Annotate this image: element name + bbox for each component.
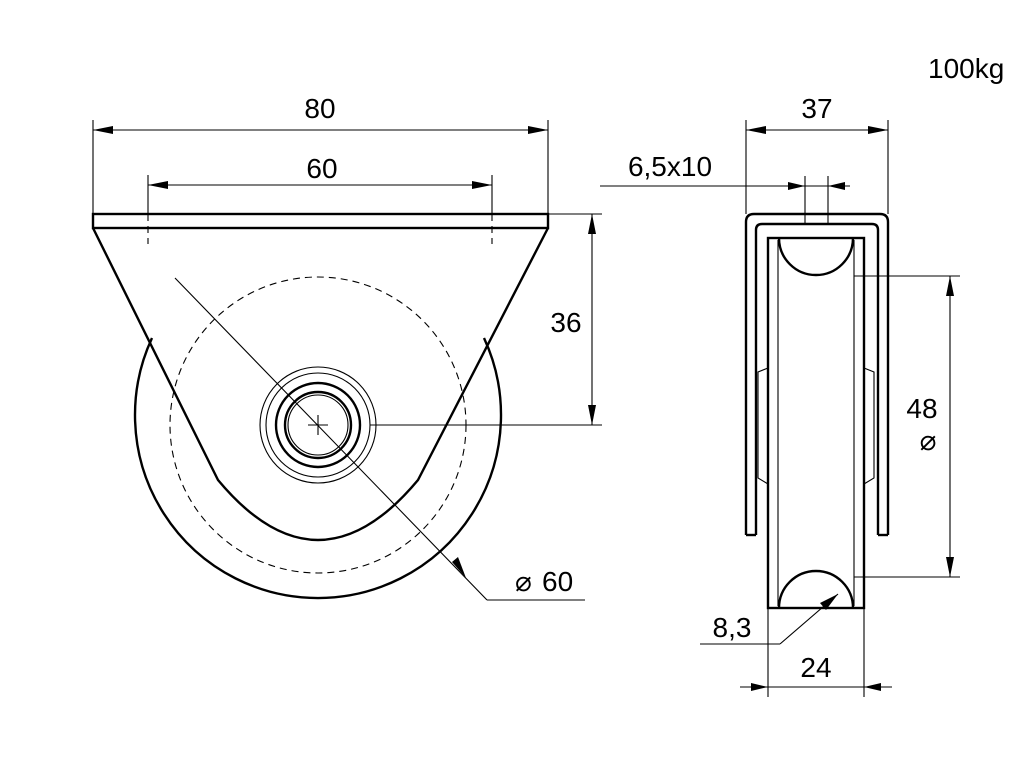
dim24-arrow-right [864,683,881,691]
dim48-arrow-bottom [946,557,954,577]
dim-hole-spacing: 60 [306,153,337,184]
axle [287,394,349,456]
side-view: 37 6,5x10 48 ⌀ 8,3 24 [600,93,960,697]
dim-groove-diameter: 48 [906,393,937,424]
dim-overall-width: 37 [801,93,832,124]
side-wheel-body [766,236,866,610]
dim48-arrow-top [946,276,954,296]
dim-plate-width: 80 [304,93,335,124]
side-groove-top [777,237,855,277]
mount-plate [91,212,550,230]
dia60-symbol: ⌀ [515,566,532,597]
dim-wheel-diameter: 60 [542,566,573,597]
dia48-symbol: ⌀ [920,425,937,456]
dim-slot-size: 6,5x10 [628,151,712,182]
dim60-arrow-left [148,181,168,189]
dim60-arrow-right [472,181,492,189]
fork-bracket [91,227,550,541]
slot-arrow-right [828,182,845,190]
dim-groove-radius: 8,3 [713,612,752,643]
dim24-arrow-left [751,683,768,691]
side-groove-bottom [777,569,855,609]
dim36-arrow-top [588,214,596,234]
side-bracket-inner [754,222,880,535]
dia60-leader-diag [174,277,488,601]
front-view: 80 60 36 ⌀ 60 [91,93,602,601]
dim-axle-height: 36 [550,307,581,338]
load-rating-label: 100kg [928,53,1004,84]
slot-arrow-left [788,182,805,190]
bearing-inner [283,390,353,460]
dim80-arrow-right [528,126,548,134]
slot-lines [804,214,829,224]
side-bracket-outer [744,212,890,535]
dim36-arrow-bottom [588,405,596,425]
dim37-arrow-left [746,126,766,134]
wheel-outline [133,337,503,600]
radius-arrow [820,594,838,610]
bearing-outer [274,381,362,469]
dia60-arrow [452,557,466,578]
dim37-arrow-right [868,126,888,134]
dim-wheel-width: 24 [800,652,831,683]
side-hub-left [757,367,769,485]
side-hub-right [863,367,875,485]
dim80-arrow-left [93,126,113,134]
